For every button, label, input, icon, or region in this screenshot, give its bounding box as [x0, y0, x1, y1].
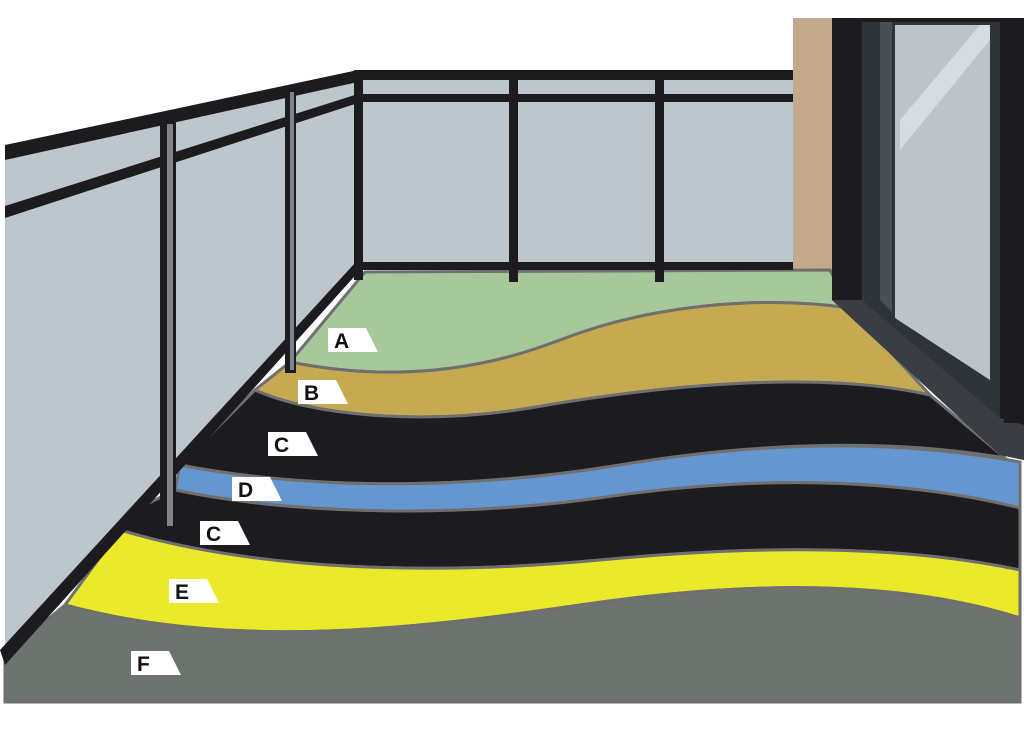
middle-rail-back	[358, 94, 793, 102]
tag-C1: C	[268, 432, 318, 457]
tag-F: F	[131, 651, 181, 676]
window	[832, 18, 1024, 460]
window-frame-bevel	[880, 22, 892, 312]
bottom-rail-left	[0, 263, 362, 665]
tag-B-label: B	[304, 382, 319, 405]
layer-tags: A B C D C E F	[131, 328, 378, 676]
handrail-left	[5, 70, 358, 160]
post-left-1-highlight	[290, 92, 294, 370]
post-left-2-highlight	[167, 124, 173, 526]
tag-C1-label: C	[274, 434, 289, 457]
post-back-1	[354, 70, 363, 280]
tag-A: A	[328, 328, 378, 353]
back-glass-panel	[358, 75, 793, 268]
tag-C2: C	[200, 521, 250, 546]
floor-layers	[3, 268, 1022, 704]
layer-F	[3, 586, 1022, 704]
middle-rail-left	[5, 94, 358, 218]
tag-C2-label: C	[206, 523, 221, 546]
tag-E: E	[169, 579, 219, 604]
building-wall	[793, 18, 833, 280]
window-sill	[832, 300, 1024, 460]
post-back-2	[509, 70, 518, 282]
handrail-back	[358, 70, 793, 80]
tag-A-label: A	[334, 330, 349, 353]
post-back-3	[655, 70, 664, 282]
tag-D: D	[232, 477, 282, 502]
railing	[0, 70, 793, 665]
window-reflection	[900, 25, 990, 150]
tag-F-label: F	[137, 653, 150, 676]
bottom-rail-back	[358, 262, 793, 270]
tag-D-label: D	[238, 479, 253, 502]
tag-B: B	[298, 380, 348, 405]
tag-E-label: E	[175, 581, 189, 604]
window-right-edge	[1004, 18, 1024, 423]
left-glass-panel	[5, 75, 358, 655]
